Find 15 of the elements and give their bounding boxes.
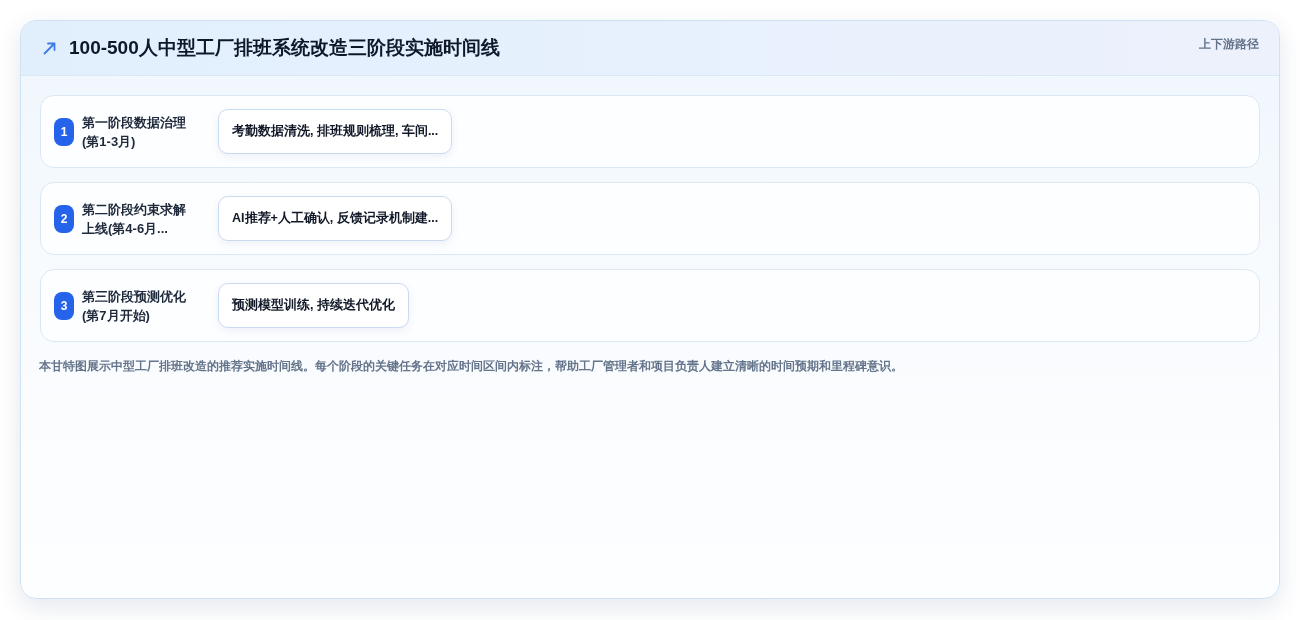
task-pill: AI推荐+人工确认, 反馈记录机制建...	[218, 196, 453, 241]
title: 100-500人中型工厂排班系统改造三阶段实施时间线	[69, 36, 500, 60]
task-pill: 预测模型训练, 持续迭代优化	[218, 283, 409, 328]
step-number: 1	[54, 117, 74, 146]
phase-row	[40, 182, 1260, 255]
phase-label: 第三阶段预测优化(第7月开始)	[82, 287, 187, 325]
phase-label: 第二阶段约束求解上线(第4-6月...	[82, 200, 187, 238]
step-number: 2	[54, 204, 74, 233]
caption: 本甘特图展示中型工厂排班改造的推荐实施时间线。每个阶段的关键任务在对应时间区间内标注，帮助工厂管理者和项目负责人建立清晰的时间预期和里程碑意识。	[39, 358, 904, 375]
phase-row	[40, 269, 1260, 342]
step-number: 3	[54, 291, 74, 320]
task-pill: 考勤数据清洗, 排班规则梳理, 车间...	[218, 109, 453, 154]
phase-row	[40, 95, 1260, 168]
header-label: 上下游路径	[1199, 36, 1259, 53]
phase-label: 第一阶段数据治理(第1-3月)	[82, 113, 187, 151]
